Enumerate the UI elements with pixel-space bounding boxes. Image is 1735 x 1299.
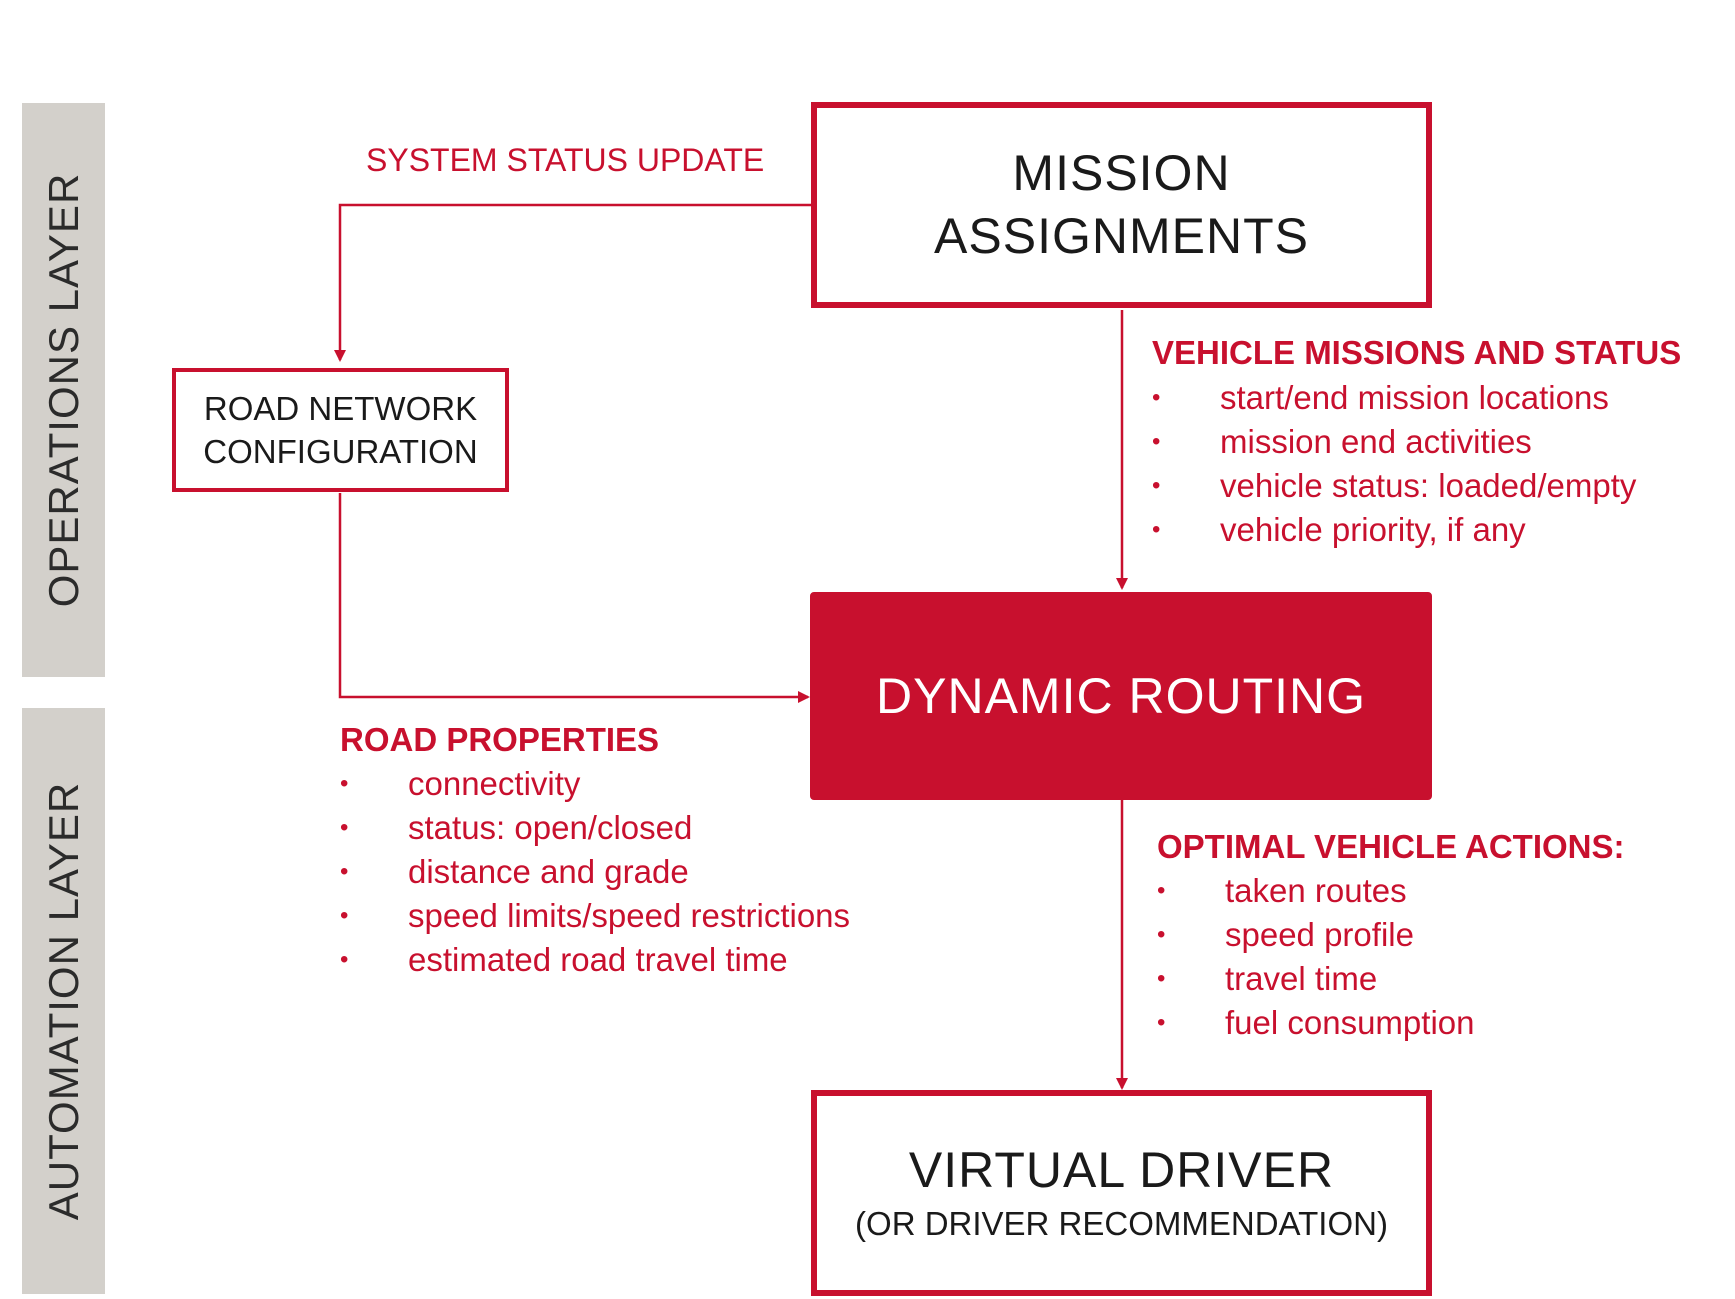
bullet-icon: • [340, 814, 349, 841]
bullet-icon: • [1152, 384, 1161, 411]
bullet-icon: • [1152, 472, 1161, 499]
bullet-icon: • [1157, 921, 1166, 948]
vehicle-missions-list: •start/end mission locations •mission en… [1152, 376, 1712, 552]
virtual-driver-subtitle: (OR DRIVER RECOMMENDATION) [855, 1205, 1388, 1242]
mission-assignments-line2: ASSIGNMENTS [934, 208, 1309, 264]
bullet-icon: • [1157, 965, 1166, 992]
dynamic-routing-node: DYNAMIC ROUTING [810, 592, 1432, 800]
edge-mission-to-road-network [334, 203, 812, 362]
road-network-line1: ROAD NETWORK [203, 390, 478, 427]
optimal-actions-title: OPTIMAL VEHICLE ACTIONS: [1157, 828, 1625, 865]
optimal-actions-list: •taken routes •speed profile •travel tim… [1157, 869, 1677, 1045]
list-item: •estimated road travel time [340, 938, 940, 982]
list-item: •distance and grade [340, 850, 940, 894]
vehicle-missions-title: VEHICLE MISSIONS AND STATUS [1152, 334, 1682, 371]
edge-road-network-to-routing [338, 493, 810, 703]
list-item: •travel time [1157, 957, 1677, 1001]
list-item: •status: open/closed [340, 806, 940, 850]
automation-layer-band: AUTOMATION LAYER [22, 708, 105, 1294]
operations-layer-band: OPERATIONS LAYER [22, 103, 105, 677]
list-item: •speed profile [1157, 913, 1677, 957]
list-item: •speed limits/speed restrictions [340, 894, 940, 938]
bullet-icon: • [340, 946, 349, 973]
list-item: •start/end mission locations [1152, 376, 1712, 420]
road-properties-list: •connectivity •status: open/closed •dist… [340, 762, 940, 982]
list-item: •fuel consumption [1157, 1001, 1677, 1045]
list-item: •connectivity [340, 762, 940, 806]
road-network-configuration-node: ROAD NETWORK CONFIGURATION [172, 368, 509, 492]
system-status-update-label: SYSTEM STATUS UPDATE [366, 142, 765, 178]
list-item: •mission end activities [1152, 420, 1712, 464]
bullet-icon: • [1152, 428, 1161, 455]
list-item: •vehicle status: loaded/empty [1152, 464, 1712, 508]
dynamic-routing-label: DYNAMIC ROUTING [876, 668, 1366, 724]
list-item: •vehicle priority, if any [1152, 508, 1712, 552]
bullet-icon: • [1152, 516, 1161, 543]
list-item: •taken routes [1157, 869, 1677, 913]
mission-assignments-line1: MISSION [1012, 145, 1231, 201]
road-properties-title: ROAD PROPERTIES [340, 721, 660, 758]
road-network-line2: CONFIGURATION [203, 433, 478, 470]
mission-assignments-node: MISSION ASSIGNMENTS [811, 102, 1432, 308]
bullet-icon: • [340, 770, 349, 797]
bullet-icon: • [1157, 877, 1166, 904]
virtual-driver-title: VIRTUAL DRIVER [908, 1142, 1335, 1198]
bullet-icon: • [1157, 1009, 1166, 1036]
virtual-driver-node: VIRTUAL DRIVER (OR DRIVER RECOMMENDATION… [811, 1090, 1432, 1296]
bullet-icon: • [340, 902, 349, 929]
bullet-icon: • [340, 858, 349, 885]
